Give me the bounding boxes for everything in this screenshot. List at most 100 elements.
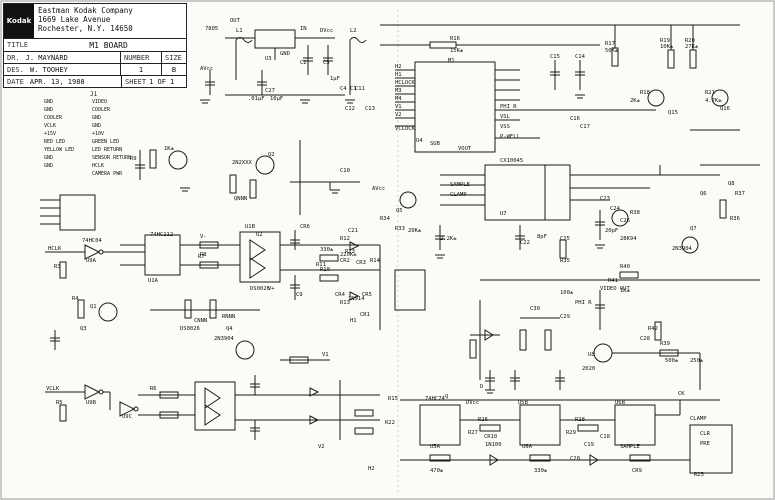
part-label-sensor: PHI R	[500, 104, 517, 110]
sample-hold-support	[399, 164, 760, 259]
part-label-power: OUT	[230, 18, 241, 24]
j1-pin-right: VIDEO	[92, 99, 107, 105]
part-label-drivers: R12	[340, 236, 350, 242]
j1-pin-left: YELLOW LED	[44, 147, 74, 153]
part-label-sensor: R18	[640, 90, 650, 96]
ground-symbols	[180, 94, 605, 394]
drawing-title: M1 BOARD	[89, 40, 128, 50]
flipflop-u5b	[689, 424, 733, 474]
part-label-video_out: 2020	[582, 366, 595, 372]
part-label-drivers: DS0026	[250, 286, 270, 292]
part-label-sensor: M1	[448, 58, 455, 64]
part-label-power: C27	[265, 88, 275, 94]
part-label-sensor: VSS	[500, 124, 510, 130]
part-label-clocks: U9A	[86, 258, 97, 264]
part-label-sensor: M3	[395, 88, 402, 94]
part-label-power: C1	[350, 86, 357, 92]
part-label-drivers: U2	[256, 232, 263, 238]
j1-pin-left: +15V	[44, 131, 56, 137]
part-label-sensor: R19	[660, 38, 670, 44]
part-label-clocks: Q2	[268, 152, 275, 158]
flipflop-u6b	[614, 404, 656, 446]
part-label-sensor: 2K±	[630, 98, 641, 104]
part-label-clocks: HCLK	[48, 246, 62, 252]
part-label-timing: C20	[570, 456, 580, 462]
part-label-timing: 74HC74	[425, 396, 446, 402]
part-label-sensor: 4.7K±	[705, 98, 722, 104]
part-label-clocks: Q3	[80, 326, 87, 332]
part-label-drivers: V+	[268, 286, 275, 292]
part-label-drivers: V-	[200, 234, 207, 240]
part-label-clocks: 74HC04	[82, 238, 103, 244]
part-label-drivers: U1B	[245, 224, 256, 230]
part-label-timing: R26	[478, 417, 488, 423]
part-label-drivers: 1N914	[348, 296, 365, 302]
part-label-timing: U5B	[518, 400, 529, 406]
part-label-timing: PRE	[700, 441, 710, 447]
part-label-drivers: R7	[198, 254, 205, 260]
part-label-timing: CLAMP	[690, 416, 707, 422]
part-label-clocks: QNNN	[234, 196, 247, 202]
part-label-timing: C18	[600, 434, 610, 440]
part-label-sensor: U4	[416, 138, 423, 144]
part-label-clocks: U9C	[122, 414, 132, 420]
part-label-power: DVcc	[320, 28, 333, 34]
part-label-power: 10µF	[270, 96, 283, 102]
part-label-clocks: 1K±	[164, 146, 175, 152]
part-label-timing: 470±	[430, 468, 444, 474]
part-label-sensor: C14	[575, 54, 586, 60]
driver-clamp-network	[290, 230, 426, 330]
part-label-power: C2	[300, 60, 307, 66]
part-label-timing: CLR	[700, 431, 711, 437]
part-label-power: .01µF	[248, 96, 265, 102]
part-label-clocks: Q1	[90, 304, 97, 310]
part-label-timing: R27	[468, 430, 478, 436]
part-label-sample_hold: C24	[610, 206, 621, 212]
part-label-sensor: H2	[395, 64, 402, 70]
part-label-sample_hold: 28K94	[620, 236, 637, 242]
part-label-sample_hold: R35	[560, 258, 570, 264]
part-label-timing: C19	[584, 442, 594, 448]
part-label-sample_hold: R38	[630, 210, 640, 216]
kodak-logo: Kodak	[4, 4, 34, 38]
part-label-clocks: U9B	[86, 400, 97, 406]
j1-pin-left: VCLK	[44, 123, 56, 129]
j1-pin-right: HCLK	[92, 163, 104, 169]
part-label-power: IN	[300, 26, 307, 32]
part-label-power: 1µF	[330, 76, 340, 82]
part-label-timing: 1N100	[485, 442, 502, 448]
vclk-input-path	[45, 384, 195, 422]
j1-pin-left: RED LED	[44, 139, 65, 145]
part-label-sample_hold: R33	[395, 226, 405, 232]
part-label-drivers: R10	[320, 267, 330, 273]
part-label-video_out: R39	[660, 341, 670, 347]
timing-interconnect	[400, 399, 720, 466]
driver-u1a	[120, 234, 240, 276]
power-caps	[205, 45, 345, 96]
part-label-drivers: R15	[388, 396, 398, 402]
part-label-power: GND	[280, 51, 290, 57]
part-label-drivers: C21	[348, 228, 358, 234]
part-label-clocks: CNNN	[194, 318, 207, 324]
part-label-timing: CR9	[632, 468, 642, 474]
part-label-clocks: VCLK	[46, 386, 60, 392]
part-label-drivers: H1	[350, 318, 357, 324]
number-label: NUMBER	[124, 53, 150, 62]
company-address-2: Rochester, N.Y. 14650	[38, 24, 133, 33]
part-label-video_out: 250±	[690, 358, 704, 364]
part-label-clocks: R4	[72, 296, 79, 302]
part-label-sample_hold: CLAMP	[450, 192, 467, 198]
part-label-sensor: V2	[395, 112, 402, 118]
part-label-sample_hold: CX10045	[500, 158, 523, 164]
part-label-drivers: 74HC112	[150, 232, 173, 238]
inductor-l1	[235, 37, 253, 80]
part-label-sensor: 15K±	[450, 48, 464, 54]
part-label-clocks: 2N2XXX	[232, 160, 253, 166]
title-label: TITLE	[7, 41, 29, 49]
part-label-timing: R29	[566, 430, 576, 436]
j1-pin-left: GND	[44, 99, 53, 105]
part-label-power: AVcc	[200, 66, 213, 72]
j1-pin-right: LED RETURN	[92, 147, 122, 153]
